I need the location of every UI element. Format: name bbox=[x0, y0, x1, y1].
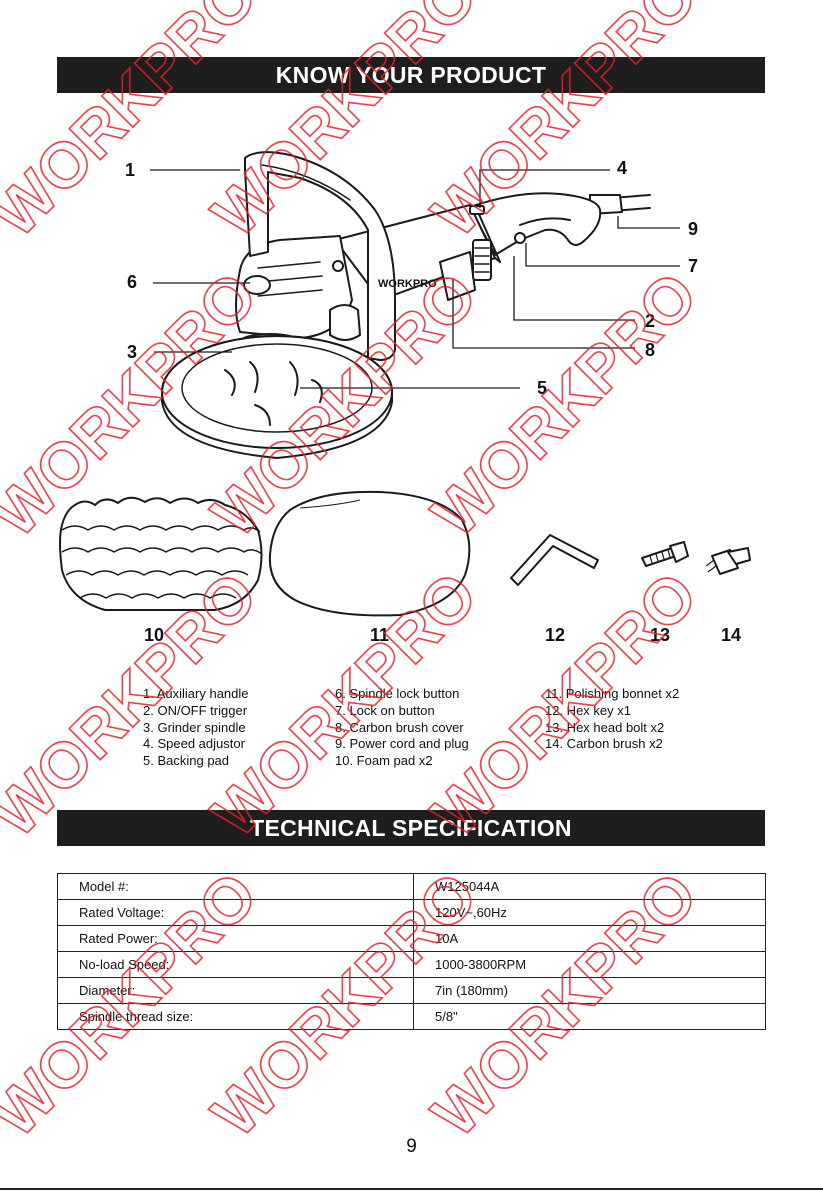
parts-list-column-1: 1. Auxiliary handle 2. ON/OFF trigger 3.… bbox=[143, 686, 249, 770]
parts-list-item: 5. Backing pad bbox=[143, 753, 249, 770]
table-row: Diameter: 7in (180mm) bbox=[58, 978, 766, 1004]
parts-list-column-2: 6. Spindle lock button 7. Lock on button… bbox=[335, 686, 469, 770]
spec-label: Rated Voltage: bbox=[58, 900, 414, 926]
spec-value: 120V~,60Hz bbox=[414, 900, 766, 926]
parts-list-item: 6. Spindle lock button bbox=[335, 686, 469, 703]
accessory-label-14: 14 bbox=[721, 625, 741, 646]
table-row: Model #: W125044A bbox=[58, 874, 766, 900]
parts-list-item: 7. Lock on button bbox=[335, 703, 469, 720]
spec-label: Model #: bbox=[58, 874, 414, 900]
parts-list-item: 11. Polishing bonnet x2 bbox=[545, 686, 679, 703]
bottom-rule bbox=[0, 1188, 823, 1190]
table-row: Rated Voltage: 120V~,60Hz bbox=[58, 900, 766, 926]
accessory-label-13: 13 bbox=[650, 625, 670, 646]
parts-list-item: 14. Carbon brush x2 bbox=[545, 736, 679, 753]
accessory-label-12: 12 bbox=[545, 625, 565, 646]
accessories-illustration bbox=[0, 0, 823, 640]
accessory-label-11: 11 bbox=[370, 625, 389, 646]
parts-list-item: 12. Hex key x1 bbox=[545, 703, 679, 720]
accessory-label-10: 10 bbox=[144, 625, 164, 646]
table-row: Spindle thread size: 5/8" bbox=[58, 1004, 766, 1030]
spec-label: No-load Speed: bbox=[58, 952, 414, 978]
spec-table: Model #: W125044A Rated Voltage: 120V~,6… bbox=[57, 873, 766, 1030]
spec-value: W125044A bbox=[414, 874, 766, 900]
spec-value: 10A bbox=[414, 926, 766, 952]
spec-value: 5/8" bbox=[414, 1004, 766, 1030]
spec-label: Spindle thread size: bbox=[58, 1004, 414, 1030]
parts-list-item: 13. Hex head bolt x2 bbox=[545, 720, 679, 737]
parts-list-item: 8. Carbon brush cover bbox=[335, 720, 469, 737]
table-row: Rated Power: 10A bbox=[58, 926, 766, 952]
parts-list-item: 2. ON/OFF trigger bbox=[143, 703, 249, 720]
spec-label: Diameter: bbox=[58, 978, 414, 1004]
spec-value: 1000-3800RPM bbox=[414, 952, 766, 978]
spec-value: 7in (180mm) bbox=[414, 978, 766, 1004]
parts-list-item: 4. Speed adjustor bbox=[143, 736, 249, 753]
parts-list-item: 10. Foam pad x2 bbox=[335, 753, 469, 770]
parts-list-item: 9. Power cord and plug bbox=[335, 736, 469, 753]
page-number: 9 bbox=[0, 1136, 823, 1158]
parts-list-column-3: 11. Polishing bonnet x2 12. Hex key x1 1… bbox=[545, 686, 679, 753]
table-row: No-load Speed: 1000-3800RPM bbox=[58, 952, 766, 978]
spec-label: Rated Power: bbox=[58, 926, 414, 952]
parts-list-item: 1. Auxiliary handle bbox=[143, 686, 249, 703]
parts-list-item: 3. Grinder spindle bbox=[143, 720, 249, 737]
section-title-technical-specification: TECHNICAL SPECIFICATION bbox=[57, 810, 765, 846]
